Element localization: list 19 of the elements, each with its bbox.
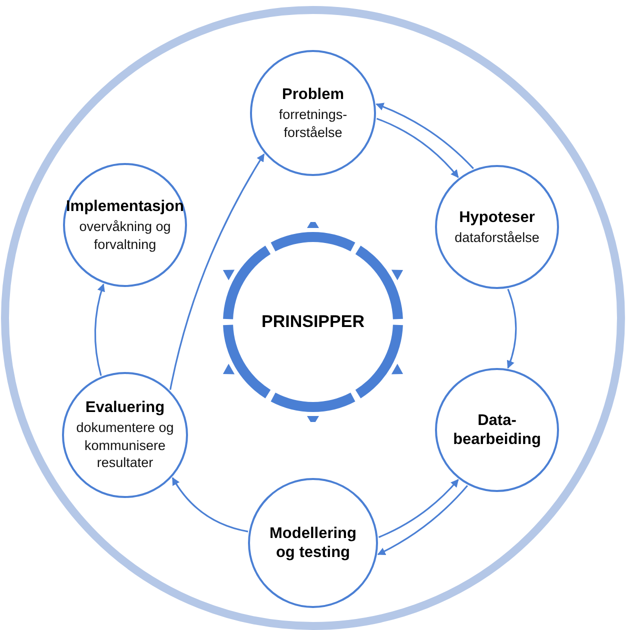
arrow xyxy=(172,477,248,532)
step-title: Implementasjon xyxy=(66,196,184,216)
step-description: dataforståelse xyxy=(454,228,540,246)
arrow xyxy=(378,479,459,538)
arrow xyxy=(377,485,468,556)
step-description: forretnings- forståelse xyxy=(278,106,348,142)
step-title: Data- bearbeiding xyxy=(452,410,542,450)
arrow xyxy=(169,153,265,390)
arrow xyxy=(94,283,106,376)
step-title: Problem xyxy=(282,84,344,104)
step-description: overvåkning og forvaltning xyxy=(78,218,172,254)
arrow xyxy=(376,118,459,178)
step-title: PRINSIPPER xyxy=(262,311,364,333)
arrow xyxy=(506,288,517,369)
step-title: Modellering og testing xyxy=(268,524,358,562)
step-description: dokumentere og kommunisere resultater xyxy=(75,419,175,472)
step-title: Evaluering xyxy=(85,398,165,418)
arrow xyxy=(376,102,474,170)
step-title: Hypoteser xyxy=(459,208,535,227)
